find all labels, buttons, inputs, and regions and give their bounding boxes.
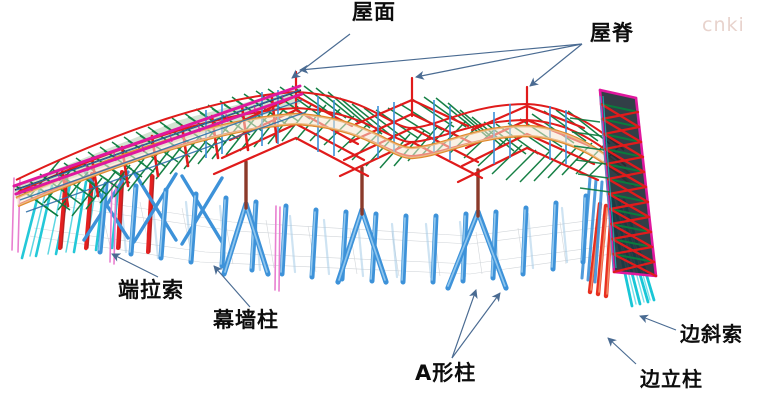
right-edge-truss — [598, 88, 658, 278]
a-column-stems — [244, 160, 480, 218]
leader-a-column-1 — [451, 289, 478, 359]
label-end-cable: 端拉索 — [118, 278, 184, 302]
a-column-highlights — [224, 205, 506, 287]
end-tension-cables-pink — [11, 177, 281, 292]
leader-ridge-2 — [415, 43, 583, 80]
label-a-shaped-column: A形柱 — [415, 361, 477, 385]
label-roof-ridge: 屋脊 — [590, 21, 634, 45]
leader-end-cable — [111, 253, 159, 278]
leader-ridge-1 — [299, 43, 583, 74]
roof-purlins-blue — [15, 89, 307, 213]
leader-side-cable — [639, 314, 677, 331]
leader-lines — [111, 33, 677, 365]
label-side-diagonal-cable: 边斜索 — [680, 322, 743, 346]
roof-edge-fill — [16, 114, 634, 206]
leader-ridge-3 — [529, 43, 583, 87]
label-curtain-wall-column: 幕墙柱 — [213, 308, 279, 332]
right-block-columns — [580, 176, 604, 284]
cnki-watermark: cnki — [702, 14, 745, 36]
roof-edge-beam-magenta — [12, 84, 304, 196]
roof-to-truss-connection — [569, 117, 611, 193]
label-side-column: 边立柱 — [640, 367, 703, 391]
leader-roof-surface — [291, 33, 351, 79]
leader-side-column — [607, 337, 637, 365]
leader-a-column-2 — [451, 292, 501, 359]
leader-curtain-column — [213, 265, 251, 308]
label-roof-surface: 屋面 — [352, 0, 396, 24]
